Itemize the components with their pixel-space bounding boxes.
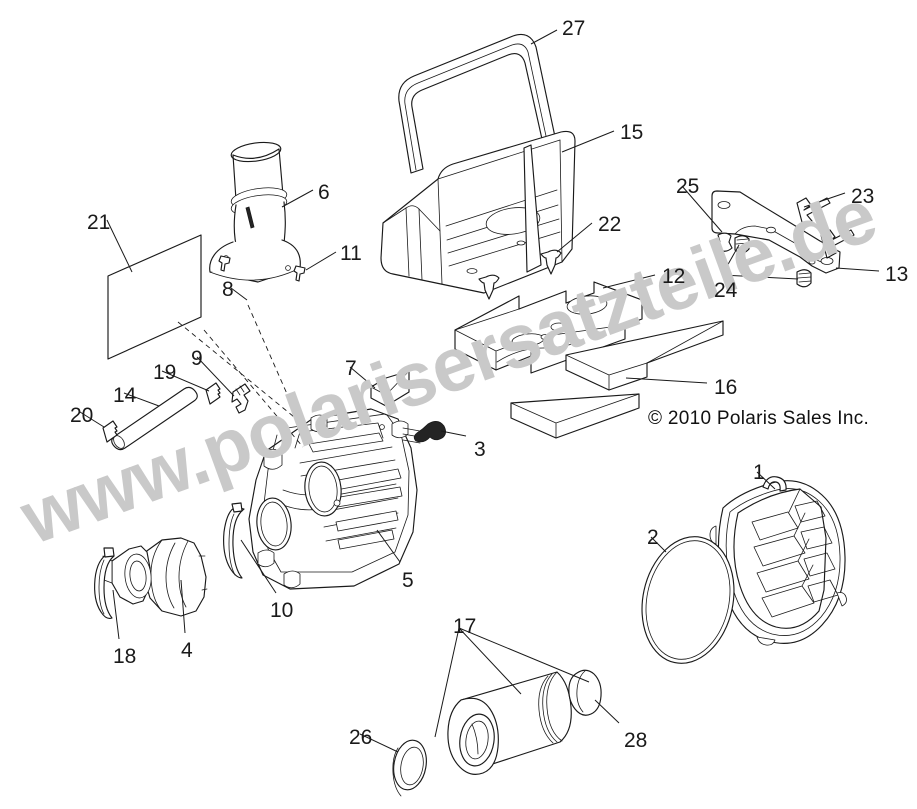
part-9-elbow-fitting — [231, 383, 251, 414]
part-10-clamp — [223, 502, 245, 579]
callout-10-clamp[interactable]: 10 — [270, 599, 294, 622]
copyright-notice: © 2010 Polaris Sales Inc. — [648, 408, 870, 429]
callout-25-push-rivet[interactable]: 25 — [676, 175, 700, 198]
callout-13-mounting-bracket[interactable]: 13 — [885, 263, 909, 286]
callout-17-air-filter-element[interactable]: 17 — [453, 615, 477, 638]
part-16-foam-strips — [510, 320, 724, 439]
part-11-screws — [218, 255, 306, 282]
callout-12-heat-shield-panel[interactable]: 12 — [662, 265, 686, 288]
callout-28-filter-end-cap[interactable]: 28 — [624, 729, 648, 752]
callout-9-elbow-fitting[interactable]: 9 — [191, 347, 203, 370]
callout-20-hose-clamp[interactable]: 20 — [70, 404, 94, 427]
part-2-o-ring-seal — [641, 536, 735, 664]
callout-11-screw[interactable]: 11 — [340, 242, 362, 265]
callout-5-airbox-body[interactable]: 5 — [402, 569, 414, 592]
callout-4-intake-boot[interactable]: 4 — [181, 639, 193, 662]
part-19-hose-clamp — [205, 382, 221, 405]
callout-18-clamp[interactable]: 18 — [113, 645, 137, 668]
part-28-filter-end-cap — [568, 669, 602, 716]
part-4-intake-boot — [102, 537, 208, 617]
part-17-air-filter-element — [447, 671, 572, 775]
callout-23-flange-bolt[interactable]: 23 — [851, 185, 875, 208]
part-7-foam-block — [370, 370, 410, 407]
callout-2-o-ring-seal[interactable]: 2 — [647, 526, 659, 549]
leader-lines — [79, 29, 880, 753]
part-24-grommets — [734, 235, 812, 288]
part-18-clamp — [94, 547, 115, 619]
callout-7-foam-block[interactable]: 7 — [345, 357, 357, 380]
part-13-mounting-bracket — [711, 190, 855, 288]
callout-19-hose-clamp[interactable]: 19 — [153, 361, 177, 384]
callout-27-airbox-lid-seal[interactable]: 27 — [562, 17, 586, 40]
callout-26-filter-seal[interactable]: 26 — [349, 726, 373, 749]
part-21-decal-panel — [107, 234, 202, 360]
callout-14-vent-hose[interactable]: 14 — [113, 384, 137, 407]
callout-22-push-pin-fastener[interactable]: 22 — [598, 213, 622, 236]
part-23-flange-bolts — [796, 197, 855, 259]
part-26-filter-seal — [392, 739, 427, 797]
part-3-drain-valve — [402, 421, 446, 444]
part-6-intake-duct — [209, 141, 306, 283]
callout-21-decal-panel[interactable]: 21 — [87, 211, 111, 234]
callout-15-airbox-cover[interactable]: 15 — [620, 121, 644, 144]
callout-8-o-ring[interactable]: 8 — [222, 278, 234, 301]
part-22-push-pins — [478, 249, 562, 300]
callout-16-foam-strip[interactable]: 16 — [714, 376, 738, 399]
part-25-push-rivet — [717, 232, 733, 252]
callout-3-drain-valve[interactable]: 3 — [474, 438, 486, 461]
part-15-airbox-cover — [380, 130, 576, 300]
part-1-airbox-end-cap — [709, 476, 847, 646]
part-12-heat-shield-panel — [454, 281, 643, 374]
part-14-vent-hose — [111, 386, 198, 451]
callout-1-airbox-end-cap[interactable]: 1 — [753, 461, 765, 484]
part-20-hose-clamp — [102, 420, 118, 443]
part-5-airbox-body — [248, 408, 446, 590]
callout-24-grommet[interactable]: 24 — [714, 279, 738, 302]
callout-6-intake-duct[interactable]: 6 — [318, 181, 330, 204]
